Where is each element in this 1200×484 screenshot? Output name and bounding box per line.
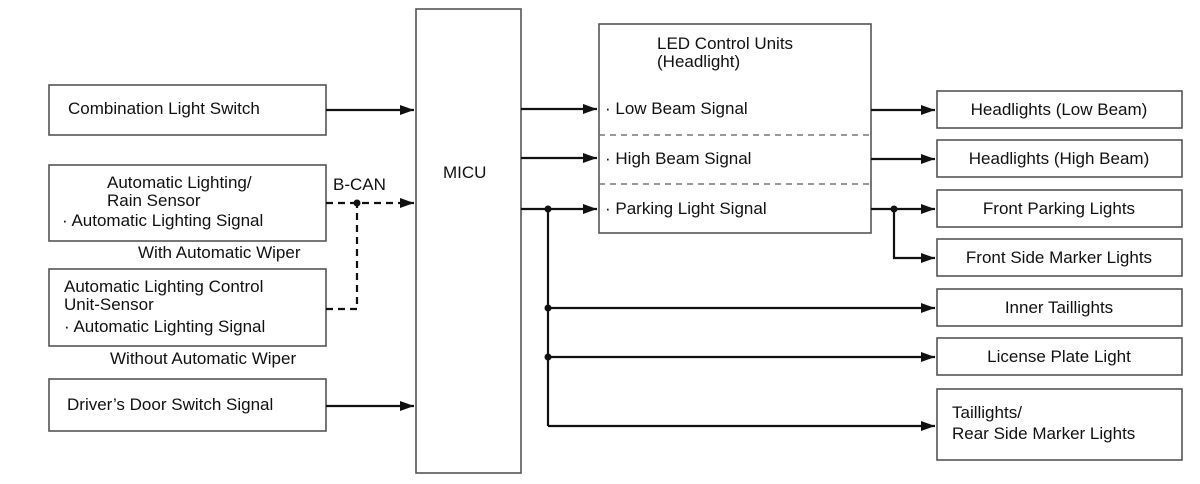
- output-inner-taillights-box: Inner Taillights: [936, 288, 1183, 327]
- high-beam-signal-label: · High Beam Signal: [605, 149, 751, 168]
- auto-rain-line3: · Automatic Lighting Signal: [62, 211, 263, 230]
- bus-junction-dot: [353, 199, 361, 207]
- auto-lighting-rain-sensor-box: Automatic Lighting/ Rain Sensor · Automa…: [48, 164, 327, 242]
- output-license-plate-box: License Plate Light: [936, 337, 1183, 376]
- low-beam-signal-label: · Low Beam Signal: [605, 99, 748, 118]
- output-high-beam-label: Headlights (High Beam): [969, 149, 1149, 168]
- output-low-beam-box: Headlights (Low Beam): [936, 90, 1183, 129]
- output-front-parking-box: Front Parking Lights: [936, 189, 1183, 228]
- bus-junction-parking-dot: [544, 205, 552, 213]
- output-low-beam-label: Headlights (Low Beam): [971, 100, 1148, 119]
- auto-rain-line1: Automatic Lighting/: [107, 173, 252, 192]
- combination-light-switch-label: Combination Light Switch: [68, 99, 260, 118]
- output-inner-taillights-label: Inner Taillights: [1005, 298, 1113, 317]
- with-automatic-wiper-note: With Automatic Wiper: [138, 243, 301, 262]
- auto-control-line3: · Automatic Lighting Signal: [64, 317, 265, 336]
- wire-control-unit-to-bus: [326, 203, 359, 311]
- wire-to-front-side-marker: [892, 209, 935, 263]
- combination-light-switch-box: Combination Light Switch: [48, 84, 327, 136]
- auto-rain-line2: Rain Sensor: [107, 191, 201, 210]
- led-control-unit-box: LED Control Units (Headlight) · Low Beam…: [598, 23, 872, 234]
- drivers-door-switch-box: Driver’s Door Switch Signal: [48, 378, 327, 432]
- b-can-label: B-CAN: [333, 175, 386, 194]
- output-taillights-line2: Rear Side Marker Lights: [952, 424, 1135, 443]
- parking-light-signal-label: · Parking Light Signal: [605, 199, 767, 218]
- micu-box: MICU: [415, 8, 522, 474]
- drivers-door-switch-label: Driver’s Door Switch Signal: [67, 395, 273, 414]
- auto-control-line2: Unit-Sensor: [64, 295, 154, 314]
- output-taillights-box: Taillights/ Rear Side Marker Lights: [936, 388, 1183, 461]
- output-front-side-marker-label: Front Side Marker Lights: [966, 248, 1152, 267]
- micu-label: MICU: [443, 163, 486, 182]
- auto-lighting-control-unit-box: Automatic Lighting Control Unit-Sensor ·…: [48, 268, 327, 347]
- led-title-line2: (Headlight): [657, 52, 740, 71]
- output-front-side-marker-box: Front Side Marker Lights: [936, 238, 1183, 277]
- output-taillights-line1: Taillights/: [952, 403, 1022, 422]
- output-license-plate-label: License Plate Light: [987, 347, 1131, 366]
- led-title-line1: LED Control Units: [657, 34, 793, 53]
- without-automatic-wiper-note: Without Automatic Wiper: [110, 349, 296, 368]
- output-high-beam-box: Headlights (High Beam): [936, 139, 1183, 178]
- auto-control-line1: Automatic Lighting Control: [64, 277, 263, 296]
- output-front-parking-label: Front Parking Lights: [983, 199, 1135, 218]
